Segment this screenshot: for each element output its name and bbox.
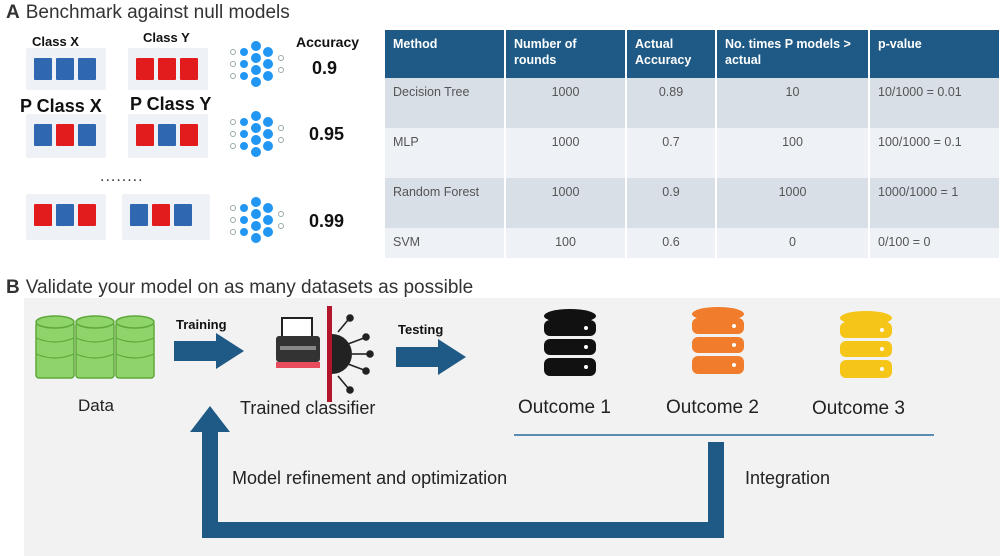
- column-header: p-value: [869, 30, 1000, 78]
- table-cell: 10/1000 = 0.01: [869, 78, 1000, 128]
- table-row: MLP 1000 0.7 100 100/1000 = 0.1: [385, 128, 1000, 178]
- column-header: Number of rounds: [505, 30, 627, 78]
- accuracy-value-2: 0.95: [309, 124, 345, 144]
- class-x-label: Class X: [32, 34, 79, 49]
- table-cell: 100: [716, 128, 870, 178]
- table-cell: 1000: [505, 128, 627, 178]
- p-class-y-label: P Class Y: [130, 94, 212, 114]
- sample-square: [56, 124, 74, 146]
- column-header: No. times P models > actual: [716, 30, 870, 78]
- accuracy-value-1: 0.9: [312, 58, 338, 78]
- classifier-icon: [276, 306, 374, 402]
- p-class-x-label: P Class X: [20, 96, 102, 116]
- sample-square: [78, 124, 96, 146]
- accuracy-value-3: 0.99: [309, 211, 345, 231]
- classifier-label: Trained classifier: [240, 398, 376, 418]
- table-cell: Random Forest: [385, 178, 506, 228]
- sample-square: [152, 204, 170, 226]
- sample-square: [180, 58, 198, 80]
- sample-square: [136, 58, 154, 80]
- outcome-2-label: Outcome 2: [666, 397, 759, 418]
- p-class-x-samples: [26, 114, 106, 158]
- table-cell: 1000/1000 = 1: [869, 178, 1000, 228]
- panel-a-title-text: Benchmark against null models: [25, 2, 290, 23]
- outcome-1-label: Outcome 1: [518, 397, 611, 418]
- table-row: Random Forest 1000 0.9 1000 1000/1000 = …: [385, 178, 1000, 228]
- table-row: SVM 100 0.6 0 0/100 = 0: [385, 228, 1000, 258]
- p-class-y-samples-alt: [122, 194, 210, 240]
- sample-square: [180, 124, 198, 146]
- sample-square: [34, 58, 52, 80]
- training-label: Training: [176, 317, 227, 332]
- sample-square: [56, 204, 74, 226]
- table-cell: 0.7: [626, 128, 717, 178]
- outcome-2-database-icon: [692, 307, 744, 374]
- class-y-samples: [128, 48, 208, 90]
- neural-network-icon: [230, 197, 284, 243]
- table-cell: 0: [716, 228, 870, 258]
- outcome-1-database-icon: [544, 309, 596, 376]
- sample-square: [78, 204, 96, 226]
- sample-square: [78, 58, 96, 80]
- training-arrow: [174, 333, 244, 369]
- table-header-row: Method Number of rounds Actual Accuracy …: [385, 30, 1000, 78]
- table-cell: Decision Tree: [385, 78, 506, 128]
- data-label: Data: [78, 396, 114, 415]
- table-cell: 100/1000 = 0.1: [869, 128, 1000, 178]
- outcome-3-label: Outcome 3: [812, 398, 905, 419]
- table-cell: 10: [716, 78, 870, 128]
- feedback-loop-arrow: [190, 406, 724, 538]
- accuracy-header: Accuracy: [296, 34, 360, 50]
- sample-square: [130, 204, 148, 226]
- table-cell: 100: [505, 228, 627, 258]
- table-cell: MLP: [385, 128, 506, 178]
- testing-label: Testing: [398, 322, 444, 337]
- table-cell: 1000: [505, 178, 627, 228]
- sample-square: [34, 204, 52, 226]
- sample-square: [174, 204, 192, 226]
- table-row: Decision Tree 1000 0.89 10 10/1000 = 0.0…: [385, 78, 1000, 128]
- outcome-3-database-icon: [840, 311, 892, 378]
- table-cell: 1000: [716, 178, 870, 228]
- sample-square: [158, 124, 176, 146]
- table-cell: 1000: [505, 78, 627, 128]
- p-class-y-samples: [128, 114, 208, 158]
- column-header: Actual Accuracy: [626, 30, 717, 78]
- outcomes-divider: [514, 434, 934, 436]
- table-cell: 0/100 = 0: [869, 228, 1000, 258]
- class-x-samples: [26, 48, 106, 90]
- class-y-label: Class Y: [143, 30, 190, 45]
- p-class-x-samples-alt: [26, 194, 106, 240]
- panel-a-letter: A: [6, 2, 20, 23]
- refinement-label: Model refinement and optimization: [232, 468, 508, 488]
- sample-square: [56, 58, 74, 80]
- testing-arrow: [396, 339, 466, 375]
- data-stack-icon: [35, 315, 155, 379]
- table-cell: SVM: [385, 228, 506, 258]
- results-table: Method Number of rounds Actual Accuracy …: [385, 30, 1000, 258]
- sample-square: [158, 58, 176, 80]
- sample-square: [136, 124, 154, 146]
- table-cell: 0.6: [626, 228, 717, 258]
- table-cell: 0.9: [626, 178, 717, 228]
- neural-network-icon: [230, 111, 284, 157]
- integration-label: Integration: [745, 468, 831, 488]
- table-cell: 0.89: [626, 78, 717, 128]
- sample-square: [34, 124, 52, 146]
- ellipsis: ........: [100, 168, 144, 185]
- column-header: Method: [385, 30, 506, 78]
- panel-b-letter: B: [6, 277, 20, 298]
- neural-network-icon: [230, 41, 284, 87]
- panel-b-title-text: Validate your model on as many datasets …: [25, 277, 474, 298]
